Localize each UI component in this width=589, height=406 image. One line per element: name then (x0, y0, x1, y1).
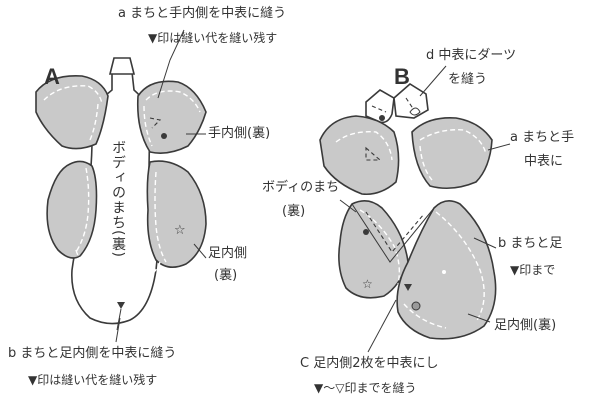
panel-a-neck-tab (108, 57, 136, 75)
panel-a-figure: ☆ (35, 29, 207, 343)
panel-b-dart-right (393, 83, 429, 119)
panel-a-body-gusset-label: ボディのまち(裏) (110, 140, 126, 258)
svg-text:☆: ☆ (362, 277, 373, 291)
panel-b-figure: ☆ (319, 65, 511, 353)
panel-a-foot-inner-label-line1: 足内側 (208, 246, 248, 261)
panel-b-hand-note-line1: a まちと手 (510, 130, 575, 145)
panel-b-foot-left (338, 200, 409, 299)
panel-b-hand-right (411, 116, 493, 190)
panel-b-letter: B (394, 64, 410, 89)
panel-a-foot-right (146, 160, 207, 268)
panel-a-letter: A (44, 64, 60, 89)
panel-b-hand-left (319, 115, 400, 196)
panel-a-hand-inner-label: 手内側(裏) (208, 126, 271, 141)
panel-a-bottom-note-line2: ▼印は縫い代を縫い残す (28, 373, 158, 387)
panel-a-bottom-note-line1: b まちと足内側を中表に縫う (8, 346, 177, 361)
panel-b-body-gusset-line1: ボディのまち (262, 180, 340, 195)
panel-a-hand-right (136, 80, 207, 154)
panel-b-bottom-note-line1: C 足内側2枚を中表にし (300, 356, 439, 371)
panel-b-hand-note-line2: 中表に (524, 154, 564, 169)
panel-a-top-note-line1: a まちと手内側を中表に縫う (118, 6, 287, 21)
panel-b-foot-inner-label: 足内側(裏) (494, 318, 557, 333)
panel-a-hand-left (35, 75, 109, 150)
panel-b-foot-note-line1: b まちと足 (498, 236, 563, 251)
panel-b-bottom-note-line2: ▼〜▽印までを縫う (314, 381, 417, 395)
panel-b-foot-right (396, 200, 497, 340)
panel-b-dart-note-line1: d 中表にダーツ (426, 48, 517, 63)
svg-text:☆: ☆ (174, 223, 186, 238)
panel-a-foot-inner-label-line2: (裏) (214, 268, 238, 283)
panel-b-foot-note-line2: ▼印まで (510, 263, 556, 277)
panel-b-body-gusset-line2: (裏) (282, 204, 306, 219)
panel-a-top-note-line2: ▼印は縫い代を縫い残す (148, 31, 278, 45)
panel-b-dart-note-line2: を縫う (448, 72, 488, 87)
